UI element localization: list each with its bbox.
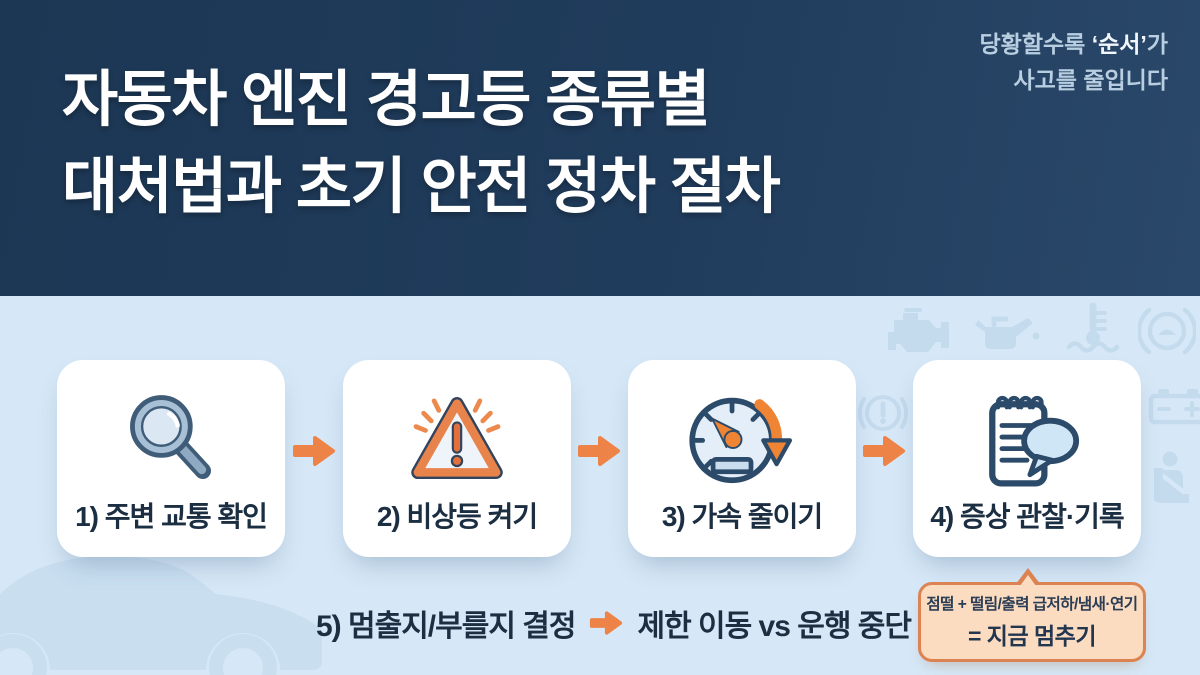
step-3-icon-area bbox=[628, 360, 856, 506]
page-title-line1: 자동차 엔진 경고등 종류별 bbox=[62, 65, 711, 133]
engine-warning-icon bbox=[888, 308, 949, 352]
stop-now-callout: 점떨 + 떨림/출력 급저하/냄새·연기 = 지금 멈추기 bbox=[918, 568, 1146, 662]
flow-arrow-icon bbox=[293, 436, 335, 466]
tagline-line1: 당황할수록 ‘순서’가 bbox=[980, 26, 1168, 62]
tagline-highlight: ‘순서’ bbox=[1091, 31, 1147, 57]
flow-arrow-icon bbox=[863, 436, 905, 466]
decision-options: 제한 이동 vs 운행 중단 bbox=[637, 610, 912, 643]
callout-action: = 지금 멈추기 bbox=[967, 623, 1097, 649]
step-label: 3) 가속 줄이기 bbox=[661, 501, 823, 532]
flow-arrow-icon bbox=[578, 436, 620, 466]
warning-triangle-icon bbox=[411, 397, 503, 480]
step-card-1: 1) 주변 교통 확인 bbox=[57, 360, 285, 557]
step-1-icon-area bbox=[57, 360, 285, 506]
callout-symptoms: 점떨 + 떨림/출력 급저하/냄새·연기 bbox=[926, 596, 1138, 613]
step-card-4: 4) 증상 관찰·기록 bbox=[913, 360, 1141, 557]
step-4-icon-area bbox=[913, 360, 1141, 506]
page-title-line2: 대처법과 초기 안전 정차 절차 bbox=[62, 152, 781, 220]
magnifier-icon bbox=[130, 395, 211, 479]
abs-warning-icon bbox=[857, 395, 909, 431]
step-2-icon-area bbox=[343, 360, 571, 506]
header: 자동차 엔진 경고등 종류별 대처법과 초기 안전 정차 절차 당황할수록 ‘순… bbox=[0, 0, 1200, 296]
step-label: 1) 주변 교통 확인 bbox=[75, 501, 268, 532]
speedometer-down-icon bbox=[689, 397, 793, 484]
seatbelt-icon bbox=[1154, 451, 1189, 503]
battery-icon bbox=[1148, 389, 1200, 425]
page-title: 자동차 엔진 경고등 종류별 대처법과 초기 안전 정차 절차 bbox=[62, 56, 781, 230]
notepad-chat-icon bbox=[989, 395, 1080, 487]
step-label: 2) 비상등 켜기 bbox=[376, 501, 538, 532]
brake-warning-icon bbox=[1138, 307, 1196, 355]
tagline: 당황할수록 ‘순서’가 사고를 줄입니다 bbox=[980, 26, 1168, 98]
decision-row: 5) 멈출지/부를지 결정 제한 이동 vs 운행 중단 bbox=[316, 601, 912, 645]
coolant-temp-icon bbox=[1066, 302, 1120, 353]
tagline-suffix: 가 bbox=[1146, 31, 1168, 57]
tagline-prefix: 당황할수록 bbox=[979, 31, 1092, 57]
tagline-line2: 사고를 줄입니다 bbox=[1013, 67, 1168, 93]
step-label: 4) 증상 관찰·기록 bbox=[930, 501, 1124, 532]
decision-label: 5) 멈출지/부를지 결정 bbox=[316, 610, 576, 643]
step-card-3: 3) 가속 줄이기 bbox=[628, 360, 856, 557]
oil-pressure-icon bbox=[975, 316, 1040, 349]
arrow-right-icon bbox=[590, 611, 623, 635]
step-card-2: 2) 비상등 켜기 bbox=[343, 360, 571, 557]
car-silhouette bbox=[0, 555, 322, 675]
